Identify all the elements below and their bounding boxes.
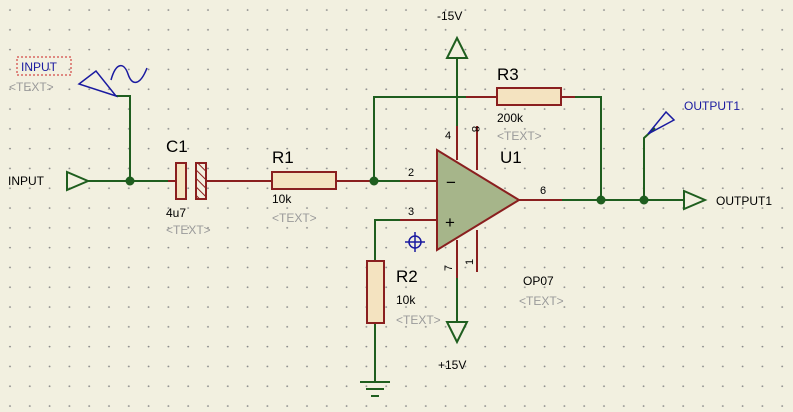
r2-value: 10k	[396, 293, 416, 307]
input-terminal[interactable]: INPUT	[8, 170, 91, 192]
neg-supply-arrow-icon	[445, 35, 469, 59]
output-terminal-label: OUTPUT1	[716, 194, 772, 208]
generator-flag-icon	[77, 69, 119, 98]
output-terminal-arrow-icon	[683, 189, 708, 211]
pin-2-label: 2	[408, 167, 414, 179]
r1-body	[271, 171, 337, 190]
opamp-body-triangle	[436, 148, 521, 252]
r1-text-placeholder: <TEXT>	[272, 211, 317, 225]
pos-supply-arrow-icon	[445, 321, 469, 345]
pos-supply-label: +15V	[438, 358, 466, 372]
generator-label: INPUT	[21, 60, 58, 74]
resistor-r3[interactable]: R3 200k <TEXT>	[496, 65, 562, 143]
wire-feedback-right[interactable]	[575, 96, 602, 200]
c1-text-placeholder: <TEXT>	[166, 223, 211, 237]
r1-ref: R1	[272, 148, 294, 167]
wire-feedback-left[interactable]	[373, 96, 466, 181]
origin-marker-icon	[405, 232, 425, 252]
wires	[88, 58, 684, 382]
r3-value: 200k	[497, 111, 524, 125]
ground-symbol-icon[interactable]	[360, 381, 390, 397]
c1-plate-right-polarized	[195, 162, 207, 200]
probe-flag-icon	[647, 110, 676, 135]
u1-ref: U1	[500, 148, 522, 167]
neg-supply-terminal[interactable]: -15V	[437, 9, 469, 59]
junction-input	[125, 176, 135, 186]
u1-text-placeholder: <TEXT>	[519, 294, 564, 308]
pin-4-label: 4	[445, 130, 451, 142]
capacitor-c1[interactable]: C1 4u7 <TEXT>	[166, 137, 211, 237]
r3-ref: R3	[497, 65, 519, 84]
neg-supply-label: -15V	[437, 9, 462, 23]
r2-body	[366, 260, 385, 324]
wire-pin3[interactable]	[374, 219, 400, 261]
resistor-r2[interactable]: R2 10k <TEXT>	[366, 260, 441, 327]
junction-probe	[639, 195, 649, 205]
u1-part: OP07	[523, 274, 554, 288]
pin-1-label: 1	[464, 259, 476, 265]
pos-supply-terminal[interactable]: +15V	[438, 321, 469, 372]
opamp-u1[interactable]: − + U1 OP07 <TEXT> 2 3 4 6 7 8 1	[408, 126, 564, 308]
input-generator[interactable]: INPUT <TEXT>	[9, 56, 148, 98]
r3-body	[496, 87, 562, 106]
c1-value: 4u7	[166, 206, 186, 220]
junction-feedback	[596, 195, 606, 205]
pin-6-label: 6	[540, 185, 546, 197]
c1-ref: C1	[166, 137, 188, 156]
r1-value: 10k	[272, 192, 292, 206]
pin-7-label: 7	[443, 265, 455, 271]
resistor-r1[interactable]: R1 10k <TEXT>	[271, 148, 337, 225]
pin-8-label: 8	[469, 126, 481, 132]
probe-label: OUTPUT1	[684, 99, 740, 113]
c1-plate-left	[175, 162, 187, 200]
wire-probe[interactable]	[643, 127, 656, 200]
opamp-plus-sign: +	[445, 213, 455, 232]
opamp-minus-sign: −	[446, 173, 456, 192]
input-terminal-label: INPUT	[8, 174, 45, 188]
r2-ref: R2	[396, 267, 418, 286]
r2-text-placeholder: <TEXT>	[396, 313, 441, 327]
output-voltage-probe[interactable]: OUTPUT1	[647, 99, 740, 135]
pin-3-label: 3	[408, 206, 414, 218]
sine-wave-icon	[110, 65, 148, 83]
junction-inverting	[369, 176, 379, 186]
r3-text-placeholder: <TEXT>	[497, 129, 542, 143]
wire-generator[interactable]	[116, 95, 131, 181]
output-terminal[interactable]: OUTPUT1	[683, 189, 772, 211]
junctions	[125, 176, 649, 205]
input-terminal-arrow-icon	[66, 170, 91, 192]
generator-text-placeholder: <TEXT>	[9, 80, 54, 94]
